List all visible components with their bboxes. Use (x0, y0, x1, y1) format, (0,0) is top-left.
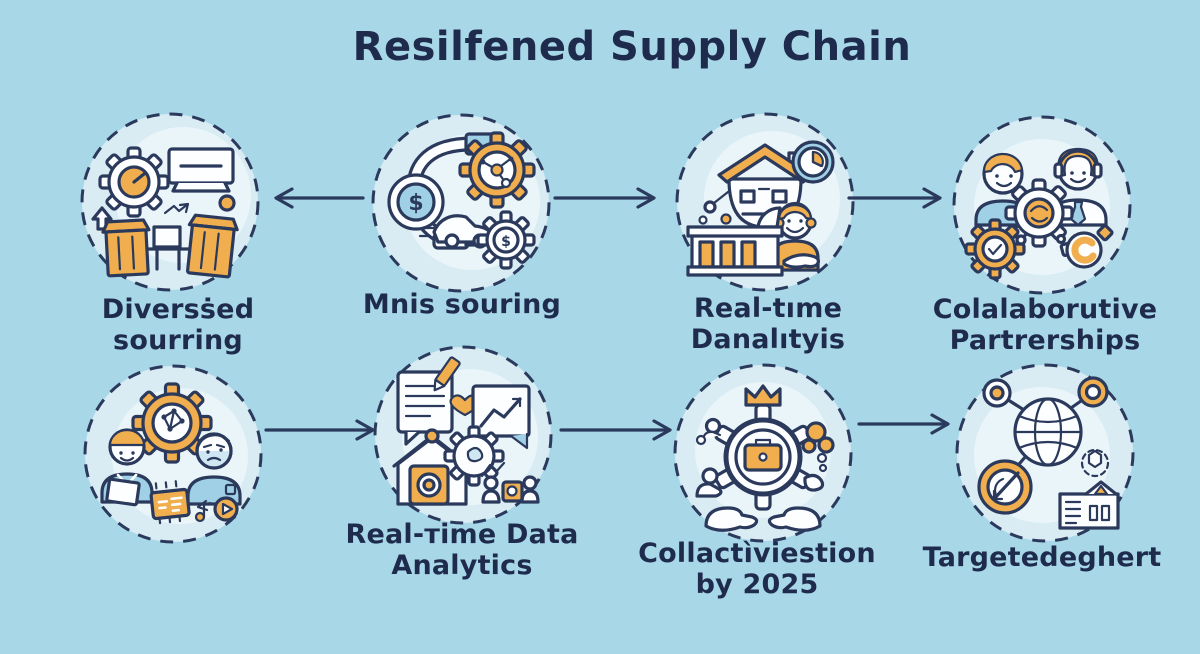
play-button-icon (213, 496, 239, 522)
real-time-monitoring-icon (675, 112, 855, 292)
label-targeted-growth: Targetedeghert (922, 542, 1162, 573)
arrow-right-icon (857, 413, 950, 435)
node-icon (982, 376, 1109, 408)
gauge-gear-icon (98, 146, 170, 218)
arrow-right-icon (264, 419, 375, 441)
label-cost-sourcing: Mnis souring (362, 289, 562, 320)
man-avatar-icon (974, 152, 1032, 227)
page-title: Resilfened Supply Chain (352, 24, 912, 70)
data-analytics-icon (373, 345, 553, 525)
label-collaborative-partnerships: Colalaborutive Partrerships (932, 294, 1158, 357)
target-icon (977, 459, 1033, 515)
team-technology-icon (83, 364, 263, 544)
label-real-time-monitoring: Real-tıme Danalıtyis (690, 293, 846, 356)
globe-gear-icon (1004, 178, 1074, 248)
label-collaboration-hub: Collactìviestion by 2025 (638, 538, 876, 601)
monitor-icon (167, 147, 236, 212)
collaborative-partnerships-icon (952, 115, 1132, 295)
worker-avatar-icon (100, 428, 154, 507)
arrow-right-icon (847, 187, 942, 209)
hub-ring-icon (712, 384, 814, 511)
gear-outline-icon (1080, 448, 1110, 478)
container-right-icon (185, 213, 239, 279)
audience-icon (480, 461, 540, 504)
arrow-right-icon (559, 419, 672, 441)
arrow-left-icon (274, 187, 365, 209)
chart-panel-icon (471, 384, 531, 450)
building-icon (1058, 480, 1120, 530)
collaboration-hub-icon (673, 363, 853, 543)
factory-building-icon (686, 206, 784, 277)
check-gear-icon (964, 218, 1026, 280)
network-gear-icon (131, 382, 213, 464)
dollar-gear-icon: $ (476, 210, 536, 270)
puzzle-piece-icon (801, 421, 835, 464)
pencil-icon (433, 356, 461, 392)
cost-sourcing-icon: $ $ (371, 113, 551, 293)
people-figures-icon (695, 417, 828, 498)
label-data-analytics: Real-тime Data Analytics (345, 519, 579, 582)
dollar-badge-icon: $ (387, 173, 445, 231)
molecule-gear-icon (458, 131, 536, 209)
globe-icon (1000, 394, 1090, 472)
svg-text:$: $ (408, 191, 423, 216)
label-diversified-sourcing: Diversṡed sourring (101, 294, 255, 357)
hand-icon (782, 253, 820, 269)
targeted-growth-icon (955, 363, 1135, 543)
container-left-icon (101, 218, 151, 278)
arrow-right-icon (553, 187, 656, 209)
blob-gear-icon (443, 425, 505, 487)
bulb-icon (1059, 224, 1114, 269)
chip-icon (149, 480, 191, 525)
clock-icon (791, 140, 835, 184)
hands-icon (704, 506, 822, 532)
svg-text:$: $ (501, 234, 511, 250)
diversified-sourcing-icon (80, 112, 260, 292)
crown-icon (744, 384, 782, 407)
